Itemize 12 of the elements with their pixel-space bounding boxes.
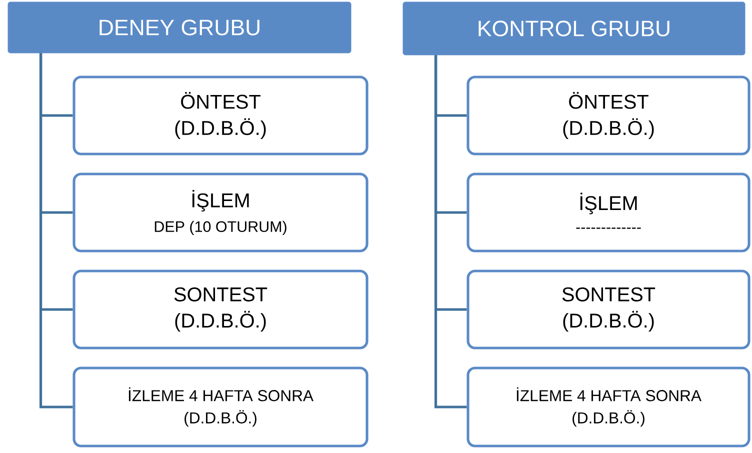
step-box: ÖNTEST (D.D.B.Ö.) [466, 76, 750, 156]
step-box: İZLEME 4 HAFTA SONRA (D.D.B.Ö.) [72, 366, 368, 448]
step-box: SONTEST (D.D.B.Ö.) [466, 270, 750, 350]
connector-line [39, 53, 73, 408]
step-box: İZLEME 4 HAFTA SONRA (D.D.B.Ö.) [466, 366, 750, 448]
step-box: ÖNTEST (D.D.B.Ö.) [72, 76, 368, 156]
group-header: DENEY GRUBU [8, 2, 352, 54]
group-header: KONTROL GRUBU [402, 2, 746, 56]
step-box: İŞLEM ------------- [466, 172, 750, 252]
connector-line [434, 55, 467, 408]
step-box: İŞLEM DEP (10 OTURUM) [72, 172, 368, 252]
step-box: SONTEST (D.D.B.Ö.) [72, 270, 368, 350]
